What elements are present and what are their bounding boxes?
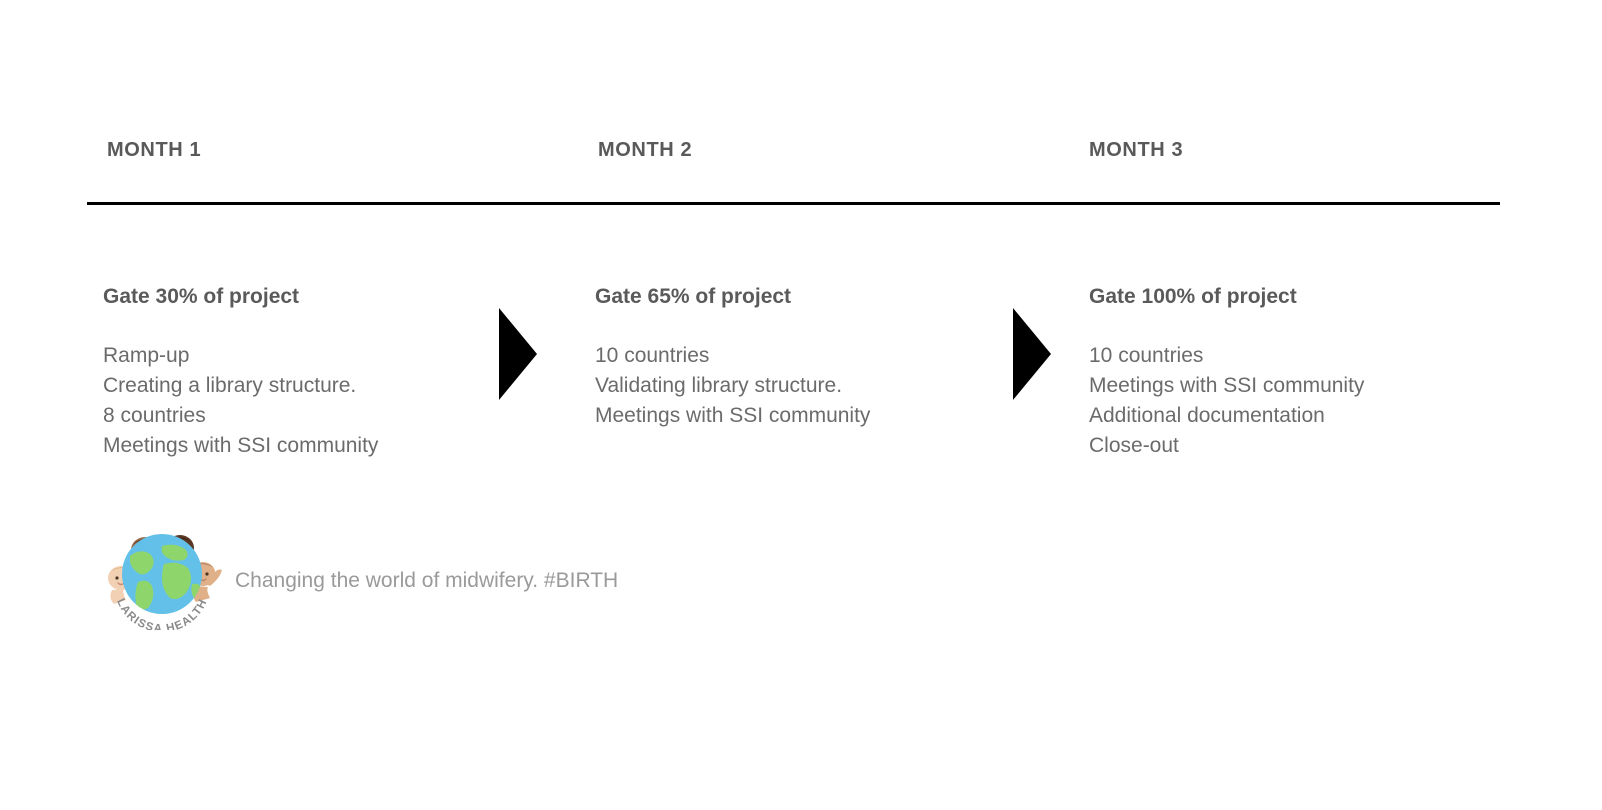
list-item: Ramp-up bbox=[103, 344, 190, 367]
gate-title-month-3: Gate 100% of project bbox=[1089, 285, 1297, 308]
timeline-header-month-1: MONTH 1 bbox=[107, 139, 202, 161]
list-item: Creating a library structure. bbox=[103, 374, 357, 397]
list-item: 8 countries bbox=[103, 404, 206, 427]
timeline-header-month-2: MONTH 2 bbox=[598, 139, 693, 161]
list-item: Meetings with SSI community bbox=[103, 434, 379, 457]
timeline-divider-rule bbox=[87, 202, 1500, 205]
timeline-header-month-3: MONTH 3 bbox=[1089, 139, 1184, 161]
list-item: 10 countries bbox=[595, 344, 710, 367]
gate-title-month-1: Gate 30% of project bbox=[103, 285, 300, 308]
milestone-list-month-2: 10 countries Validating library structur… bbox=[595, 341, 975, 431]
timeline-column-month-1: Gate 30% of project Ramp-up Creating a l… bbox=[103, 283, 483, 461]
footer-branding: LARISSA.HEALTH Changing the world of mid… bbox=[100, 512, 800, 637]
timeline-column-month-3: Gate 100% of project 10 countries Meetin… bbox=[1089, 283, 1489, 461]
arrow-right-icon bbox=[1013, 308, 1051, 400]
milestone-list-month-1: Ramp-up Creating a library structure. 8 … bbox=[103, 341, 483, 461]
gate-title-month-2: Gate 65% of project bbox=[595, 285, 792, 308]
list-item: Meetings with SSI community bbox=[595, 404, 871, 427]
list-item: Meetings with SSI community bbox=[1089, 374, 1365, 397]
list-item: Close-out bbox=[1089, 434, 1179, 457]
milestone-list-month-3: 10 countries Meetings with SSI community… bbox=[1089, 341, 1489, 461]
timeline-header-row: MONTH 1 MONTH 2 MONTH 3 bbox=[0, 136, 1602, 176]
list-item: Additional documentation bbox=[1089, 404, 1325, 427]
footer-tagline: Changing the world of midwifery. #BIRTH bbox=[235, 569, 619, 592]
timeline-column-month-2: Gate 65% of project 10 countries Validat… bbox=[595, 283, 975, 431]
larissa-health-logo: LARISSA.HEALTH bbox=[100, 512, 224, 630]
list-item: 10 countries bbox=[1089, 344, 1204, 367]
arrow-right-icon bbox=[499, 308, 537, 400]
list-item: Validating library structure. bbox=[595, 374, 843, 397]
